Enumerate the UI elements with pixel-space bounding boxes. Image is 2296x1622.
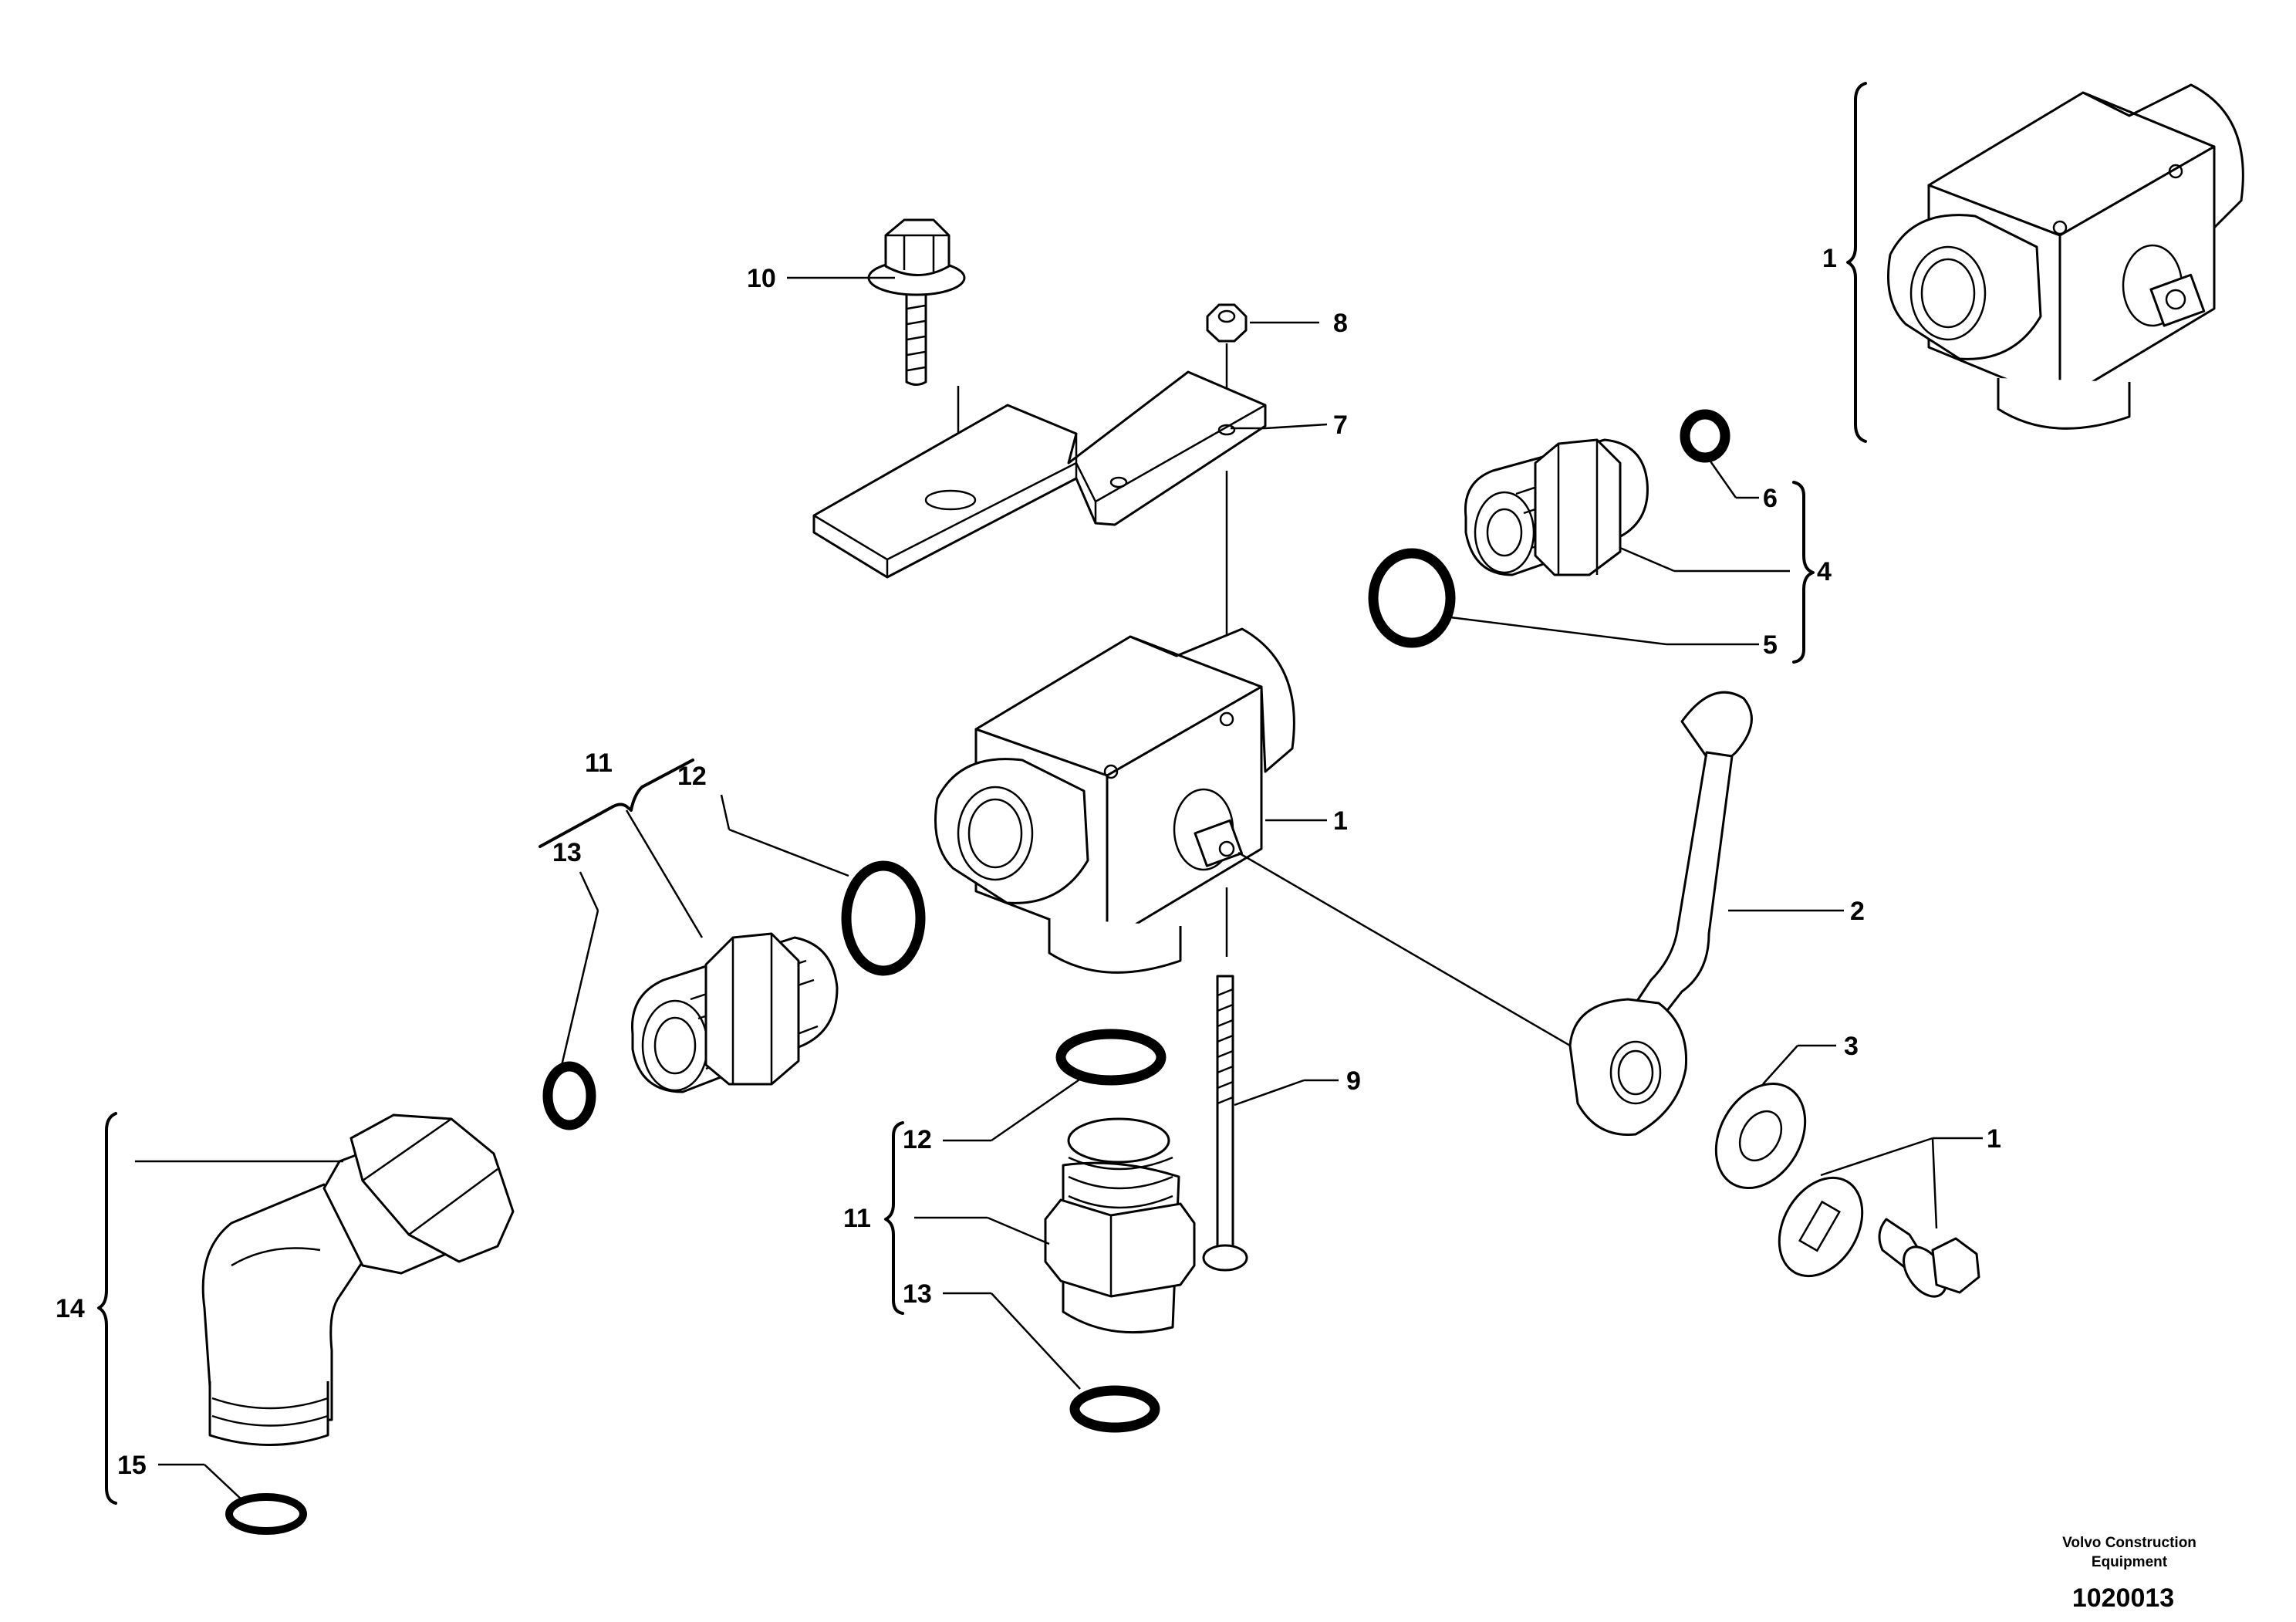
- left-seal-ring-13: [542, 1061, 596, 1130]
- label-adapter-kit: 4: [1817, 557, 1832, 586]
- label-bottom-nipple-kit: 11: [843, 1204, 871, 1233]
- label-valve-main: 1: [1333, 806, 1348, 836]
- label-elbow-seal: 15: [117, 1451, 147, 1480]
- label-washer: 3: [1844, 1032, 1859, 1061]
- left-nipple-kit-brace: [539, 759, 694, 848]
- lever-cap-screw: [1878, 1218, 1980, 1298]
- credit-line-2: Equipment: [2092, 1554, 2168, 1570]
- drawing-number: 1020013: [2072, 1583, 2174, 1613]
- valve-assembly-brace: [1846, 82, 1867, 443]
- label-upper-valve: 1: [1822, 244, 1837, 273]
- elbow-kit-brace: [97, 1112, 117, 1505]
- label-elbow-kit: 14: [56, 1294, 85, 1323]
- washer: [1714, 1082, 1807, 1190]
- nut: [1206, 303, 1248, 343]
- bottom-seal-ring-13: [1069, 1385, 1160, 1433]
- label-bottom-seal-13: 13: [903, 1279, 932, 1309]
- bottom-nipple: [1044, 1117, 1196, 1334]
- elbow-fitting: [201, 1113, 515, 1446]
- bracket: [812, 370, 1267, 579]
- label-bottom-seal-12: 12: [903, 1125, 932, 1154]
- adapter-nipple: [1464, 438, 1649, 576]
- label-lever: 2: [1850, 897, 1865, 926]
- flange-screw: [867, 218, 966, 386]
- label-flange-screw: 10: [747, 264, 776, 293]
- bottom-nipple-kit-brace: [884, 1121, 904, 1315]
- main-valve-body: [934, 627, 1295, 974]
- adapter-kit-brace: [1792, 481, 1815, 664]
- credit-line-1: Volvo Construction: [2062, 1535, 2196, 1551]
- label-bracket: 7: [1333, 411, 1348, 440]
- left-seal-ring-12: [841, 860, 926, 976]
- label-left-nipple-kit: 11: [585, 748, 613, 778]
- bottom-seal-ring-12: [1055, 1029, 1167, 1086]
- small-seal-ring: [1680, 409, 1730, 463]
- lever-handle: [1568, 691, 1753, 1136]
- left-nipple: [631, 932, 839, 1093]
- valve-assembly-inset: [1887, 83, 2244, 430]
- label-long-screw: 9: [1346, 1066, 1361, 1096]
- label-large-seal: 5: [1763, 630, 1778, 660]
- label-lever-parts: 1: [1987, 1124, 2001, 1154]
- label-left-seal-13: 13: [552, 838, 582, 867]
- large-seal-ring: [1368, 548, 1456, 648]
- label-left-seal-12: 12: [677, 762, 707, 791]
- label-small-seal: 6: [1763, 484, 1778, 513]
- label-nut: 8: [1333, 309, 1348, 338]
- long-screw: [1202, 975, 1248, 1272]
- lever-cap: [1778, 1176, 1864, 1278]
- elbow-seal-ring: [225, 1493, 307, 1535]
